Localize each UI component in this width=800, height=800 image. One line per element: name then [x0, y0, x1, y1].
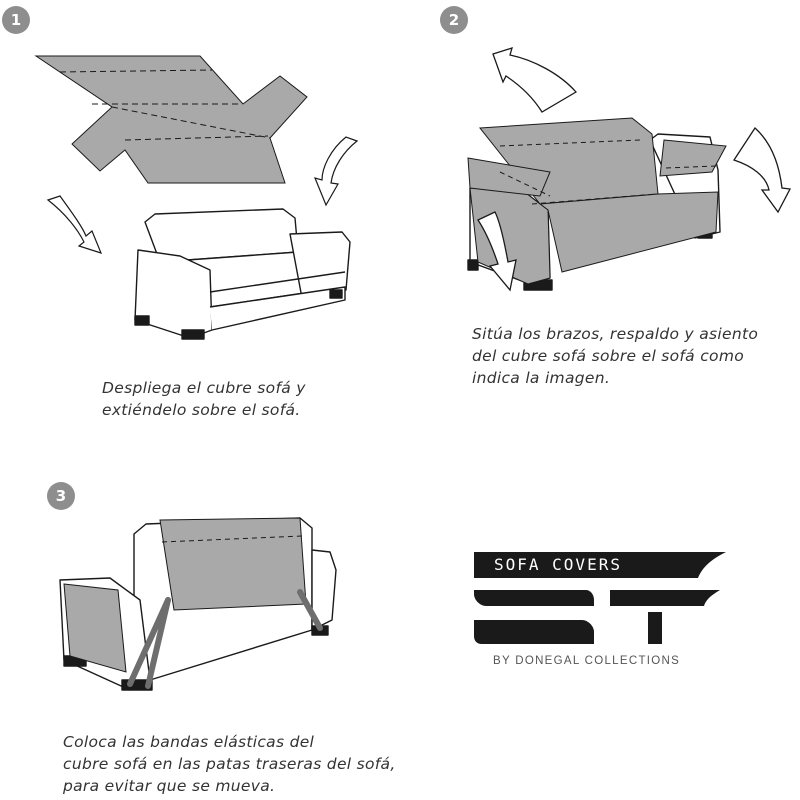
curved-arrow-icon: [732, 127, 792, 214]
caption-line: cubre sofá en las patas traseras del sof…: [63, 755, 396, 773]
cover-pieces: [467, 117, 727, 285]
cover-pieces: [63, 517, 307, 673]
curved-arrow-icon: [492, 47, 578, 113]
caption-line: para evitar que se mueva.: [63, 777, 276, 795]
caption-line: extiéndelo sobre el sofá.: [102, 401, 301, 419]
step-1-badge: 1: [2, 6, 30, 34]
cover-fold-lines: [59, 69, 271, 141]
step-3-illustration: [59, 517, 337, 691]
logo-banner-shape: [474, 552, 726, 578]
step-2-caption: Sitúa los brazos, respaldo y asiento del…: [472, 323, 758, 389]
step-2-badge: 2: [440, 6, 468, 34]
sofa-covers-logo: [474, 552, 726, 644]
step-1-illustration: [34, 55, 359, 340]
step-3-number: 3: [55, 487, 67, 505]
unfolded-cover-shape: [34, 55, 308, 184]
caption-line: Coloca las bandas elásticas del: [63, 733, 315, 751]
logo-brand-text: SOFA COVERS: [494, 555, 622, 574]
step-2-illustration: [467, 47, 792, 292]
caption-line: indica la imagen.: [472, 369, 611, 387]
st-monogram-icon: [474, 590, 720, 644]
step-2-number: 2: [448, 11, 460, 29]
cover-fold-lines: [499, 139, 717, 205]
curved-arrow-icon: [313, 136, 359, 207]
caption-line: Sitúa los brazos, respaldo y asiento: [472, 325, 759, 343]
curved-arrow-icon: [477, 211, 517, 292]
step-1-caption: Despliega el cubre sofá y extiéndelo sob…: [102, 377, 306, 421]
caption-line: del cubre sofá sobre el sofá como: [472, 347, 744, 365]
sofa-shape: [134, 208, 351, 340]
logo-tagline: BY DONEGAL COLLECTIONS: [493, 655, 681, 667]
caption-line: Despliega el cubre sofá y: [102, 379, 306, 397]
step-3-badge: 3: [47, 482, 75, 510]
curved-arrow-icon: [46, 195, 103, 254]
step-1-number: 1: [10, 11, 22, 29]
step-3-caption: Coloca las bandas elásticas del cubre so…: [63, 731, 396, 797]
elastic-bands: [127, 589, 323, 689]
